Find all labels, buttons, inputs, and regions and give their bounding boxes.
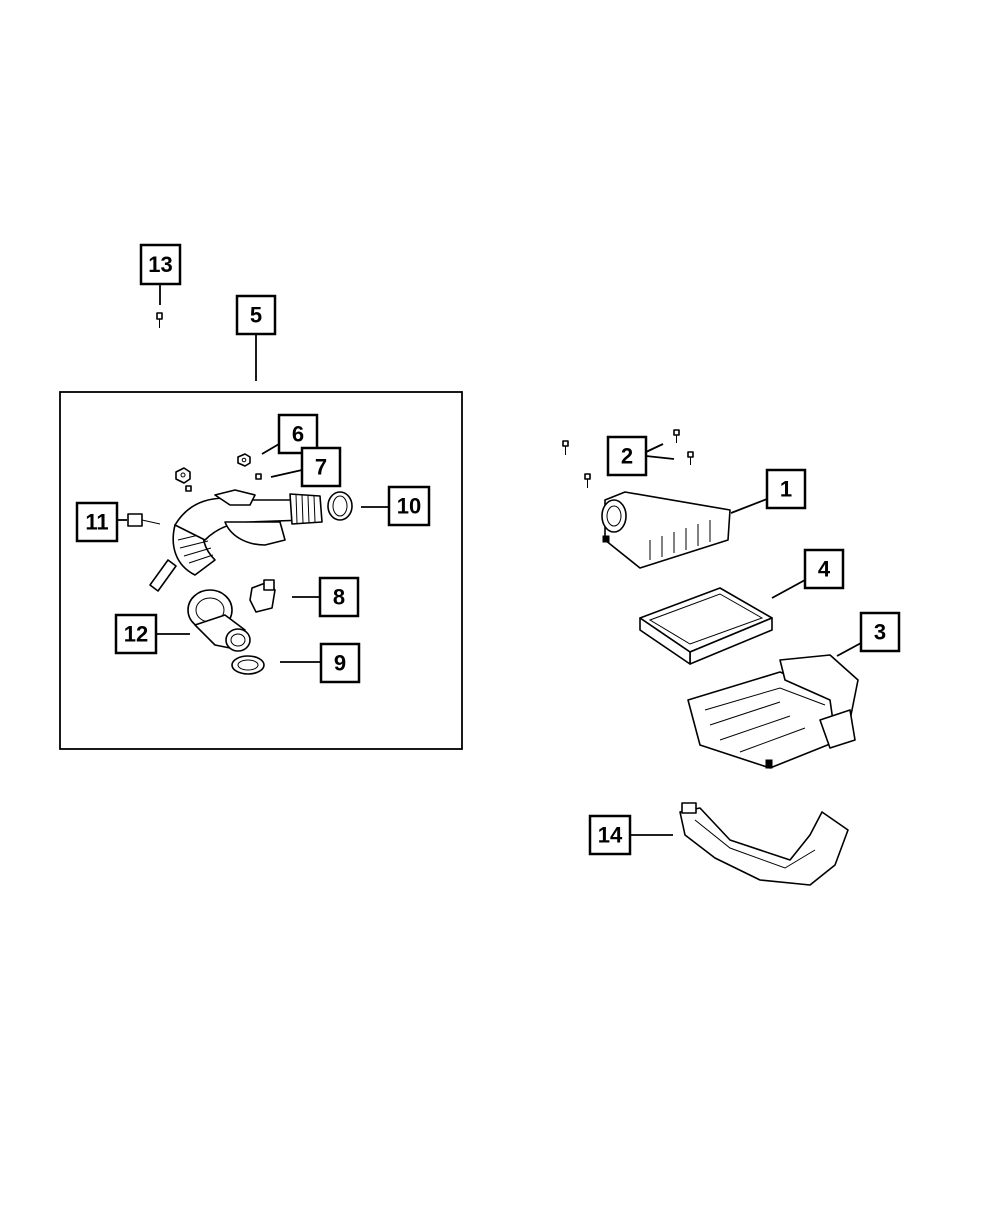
callout-13[interactable]: 13 xyxy=(139,243,182,286)
callout-12[interactable]: 12 xyxy=(114,613,158,655)
callout-13-label: 13 xyxy=(148,252,172,277)
leader-lines xyxy=(117,284,862,836)
screws-2-icon xyxy=(562,429,694,488)
callout-8-label: 8 xyxy=(333,585,345,610)
callout-14[interactable]: 14 xyxy=(588,814,632,856)
sensor-8-icon xyxy=(249,579,276,613)
callout-7[interactable]: 7 xyxy=(300,446,342,488)
clamp-9-icon xyxy=(231,655,265,675)
callout-7-label: 7 xyxy=(315,455,327,480)
throttle-body-12-icon xyxy=(187,589,251,652)
clamp-10-icon xyxy=(327,491,353,521)
air-cleaner-housing-3-icon xyxy=(687,654,859,769)
callout-4[interactable]: 4 xyxy=(803,548,845,590)
leader-2b xyxy=(645,455,675,460)
callout-1[interactable]: 1 xyxy=(765,468,807,510)
air-duct-14-icon xyxy=(679,802,849,886)
air-filter-4-icon xyxy=(639,587,773,665)
callout-3[interactable]: 3 xyxy=(859,611,901,653)
callout-5-label: 5 xyxy=(250,303,262,328)
callout-11[interactable]: 11 xyxy=(75,501,119,543)
callout-14-label: 14 xyxy=(598,823,623,848)
assembly-group-frame xyxy=(59,391,463,750)
leader-1 xyxy=(730,498,768,514)
leader-4 xyxy=(771,579,806,599)
leader-3 xyxy=(836,642,862,657)
screw-13-icon xyxy=(156,312,163,328)
callout-2-label: 2 xyxy=(621,444,633,469)
air-inlet-duct-icon xyxy=(127,489,323,592)
callout-8[interactable]: 8 xyxy=(318,576,360,618)
callout-5[interactable]: 5 xyxy=(235,294,277,336)
callout-6-label: 6 xyxy=(292,422,304,447)
callout-10[interactable]: 10 xyxy=(387,485,431,527)
nuts-6-7-icon xyxy=(175,453,262,492)
air-cleaner-cover-1-icon xyxy=(601,491,731,569)
callout-6[interactable]: 6 xyxy=(277,413,319,455)
callout-1-label: 1 xyxy=(780,477,792,502)
callout-3-label: 3 xyxy=(874,620,886,645)
leader-7 xyxy=(270,469,303,478)
callout-11-label: 11 xyxy=(85,510,108,535)
leader-2a xyxy=(645,443,664,453)
callout-10-label: 10 xyxy=(397,494,421,519)
callout-4-label: 4 xyxy=(818,557,831,582)
callout-12-label: 12 xyxy=(124,622,148,647)
callout-2[interactable]: 2 xyxy=(606,435,648,477)
callout-9[interactable]: 9 xyxy=(319,642,361,684)
callout-9-label: 9 xyxy=(334,651,346,676)
leader-6 xyxy=(261,443,280,455)
